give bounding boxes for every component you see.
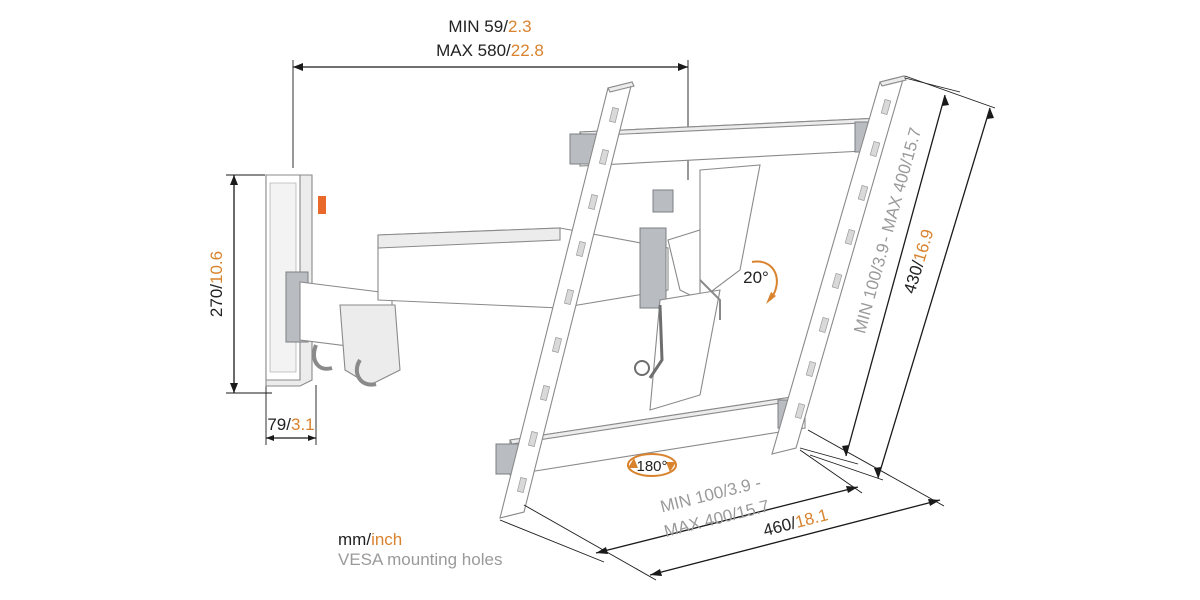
extension-min-label: MIN 59/2.3 [448,17,531,36]
legend-units: mm/inch [338,530,402,549]
swivel-angle-label: 180° [636,458,667,475]
wall-plate [265,174,326,387]
right-vesa-strip [771,75,907,455]
tilt-mechanism [634,164,761,411]
wall-plate-depth-dimension: 79/3.1 [265,385,317,445]
swivel-indicator: 180° [627,453,677,477]
wall-plate-height-dimension: 270/10.6 [207,174,272,394]
lock-tab-icon [318,196,326,214]
wall-plate-depth-label: 79/3.1 [267,415,314,434]
legend-vesa-note: VESA mounting holes [338,550,502,569]
tilt-angle-label: 20° [743,268,769,287]
swivel-arm [285,227,669,387]
extension-dimension: MIN 59/2.3 MAX 580/22.8 [292,17,689,180]
extension-max-label: MAX 580/22.8 [436,41,544,60]
tilt-indicator: 20° [743,260,778,304]
swivel-arrow-icon [627,453,677,477]
plate-width-label: 460/18.1 [761,505,830,540]
wall-plate-height-label: 270/10.6 [207,251,226,317]
legend: mm/inch VESA mounting holes [338,530,502,569]
left-vesa-strip [499,81,635,519]
